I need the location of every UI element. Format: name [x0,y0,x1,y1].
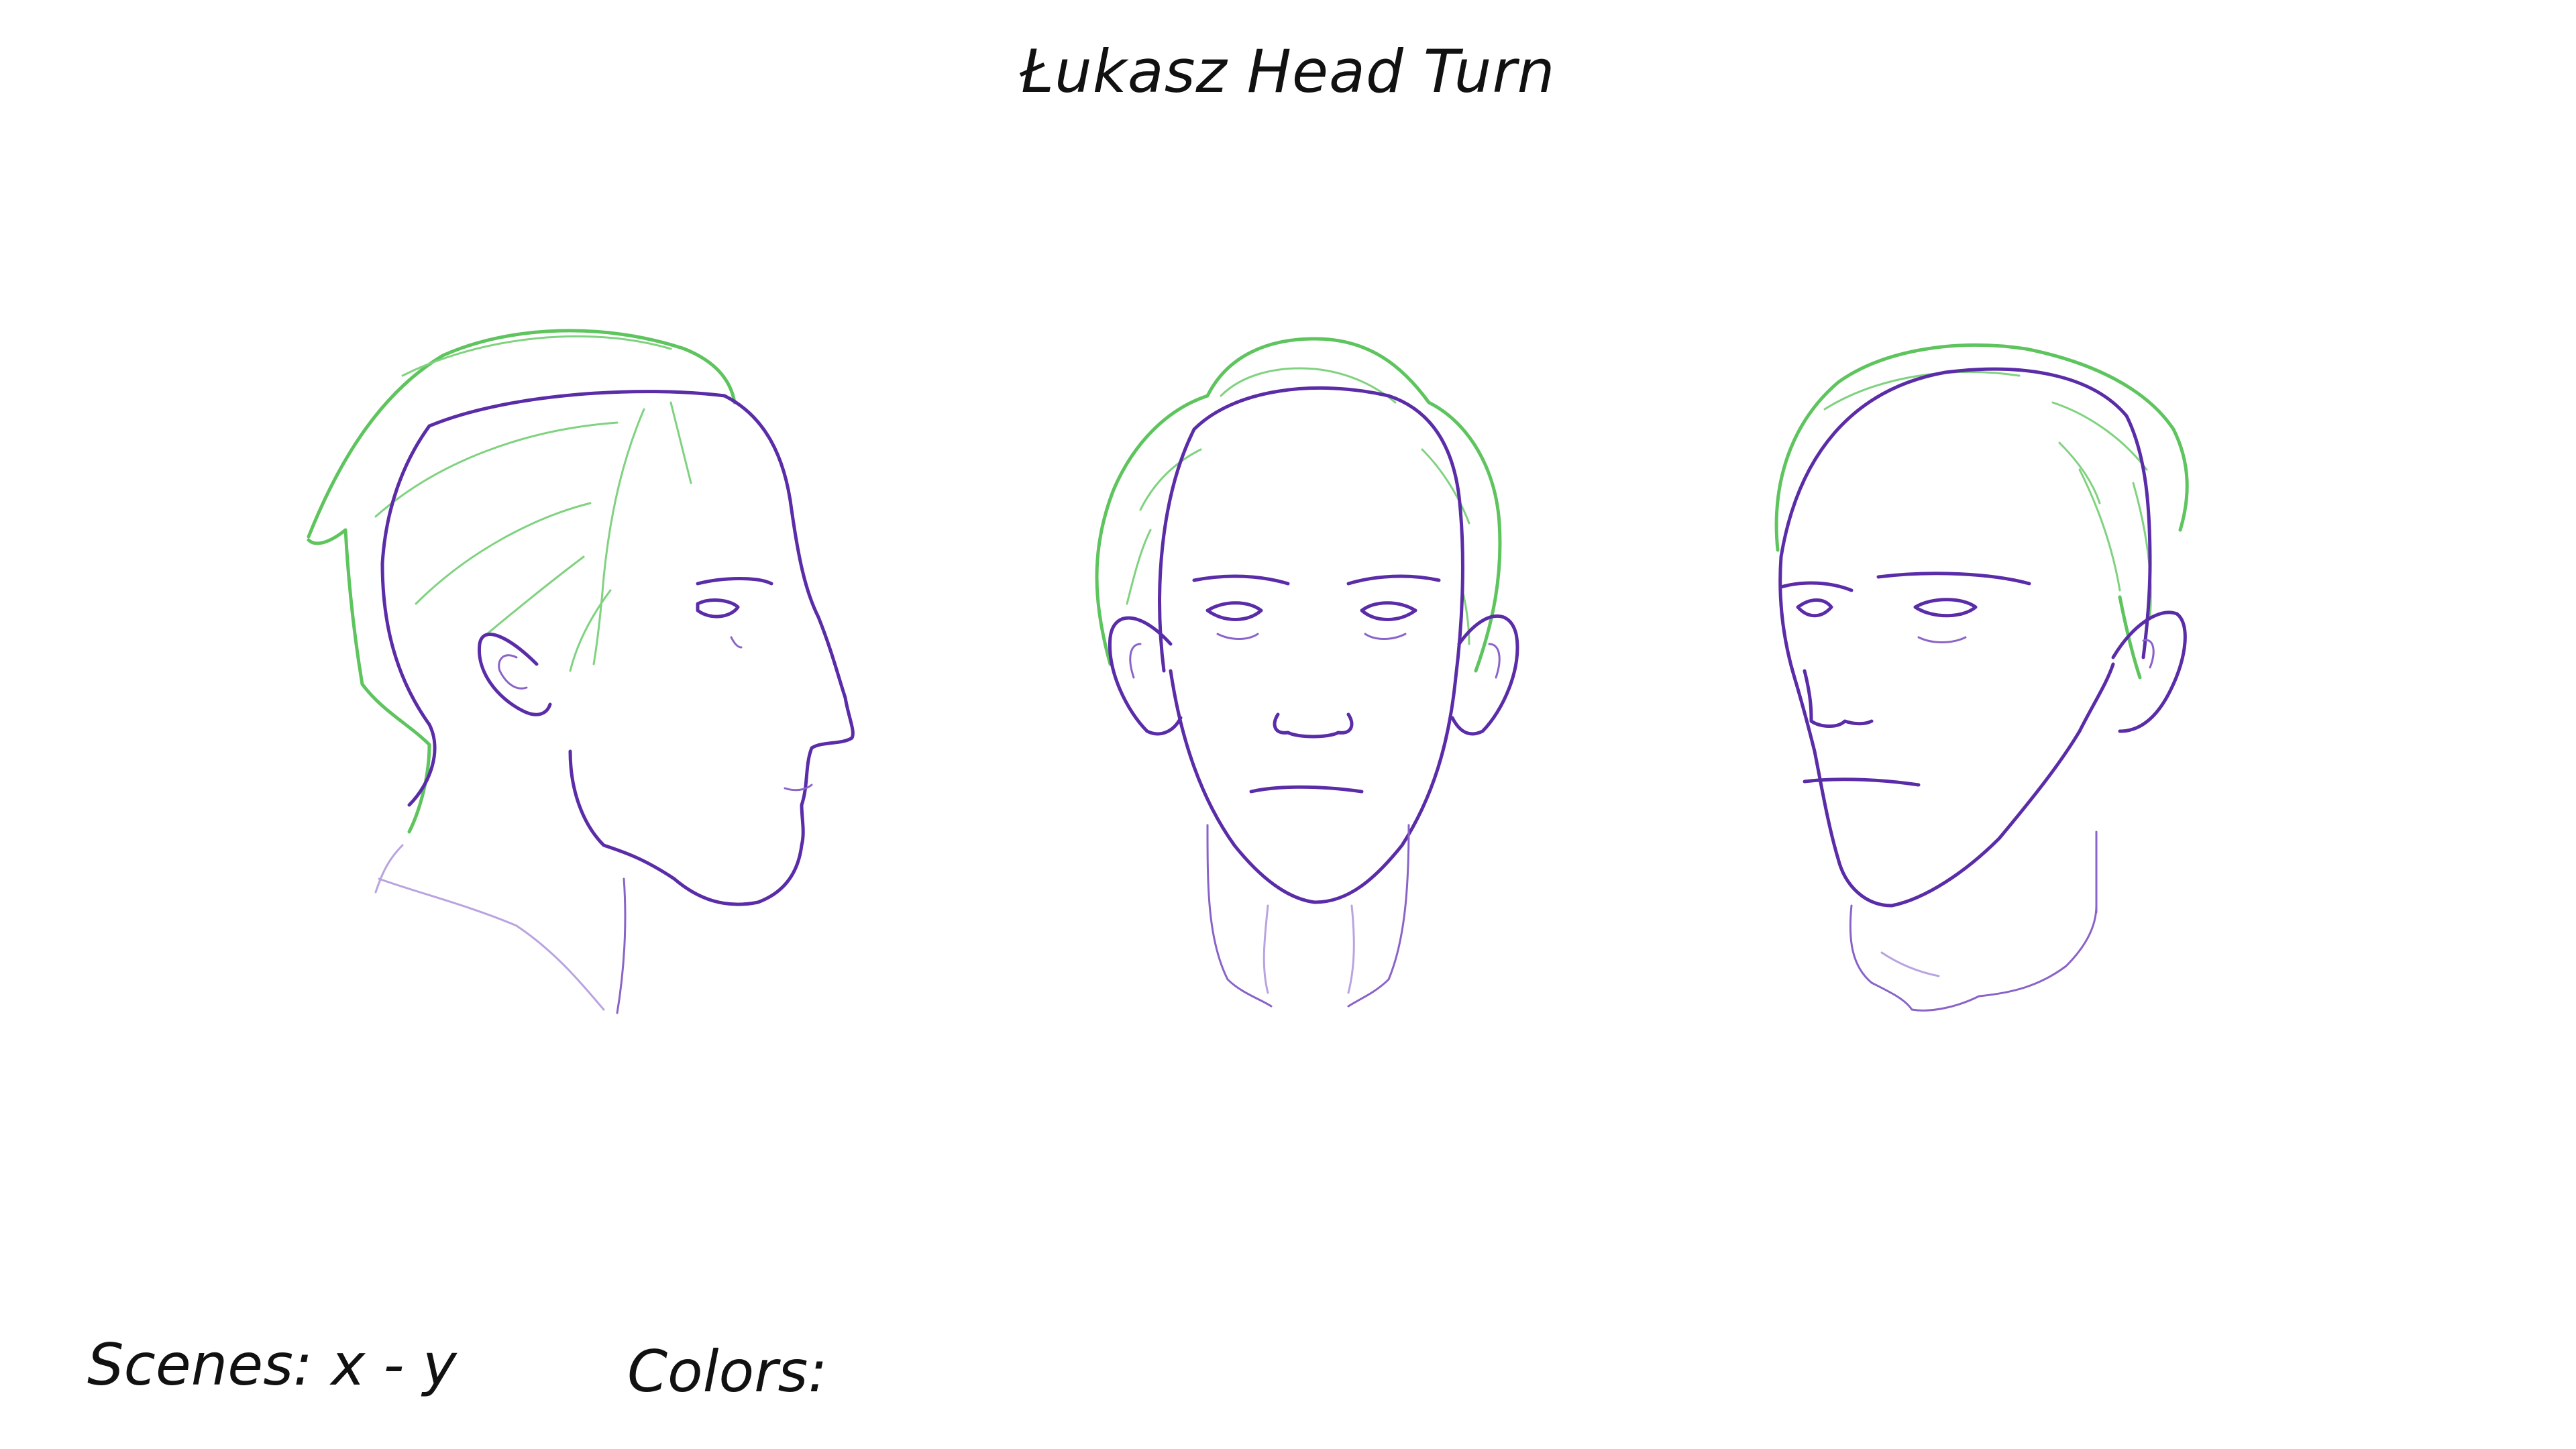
scenes-label: Scenes: x - y [87,1332,457,1399]
head-profile-view [307,329,855,1014]
head-three-quarter-view [1774,343,2189,1012]
sheet-title: Łukasz Head Turn [1020,37,1556,106]
colors-label: Colors: [627,1338,828,1405]
head-front-view [1095,337,1519,1008]
